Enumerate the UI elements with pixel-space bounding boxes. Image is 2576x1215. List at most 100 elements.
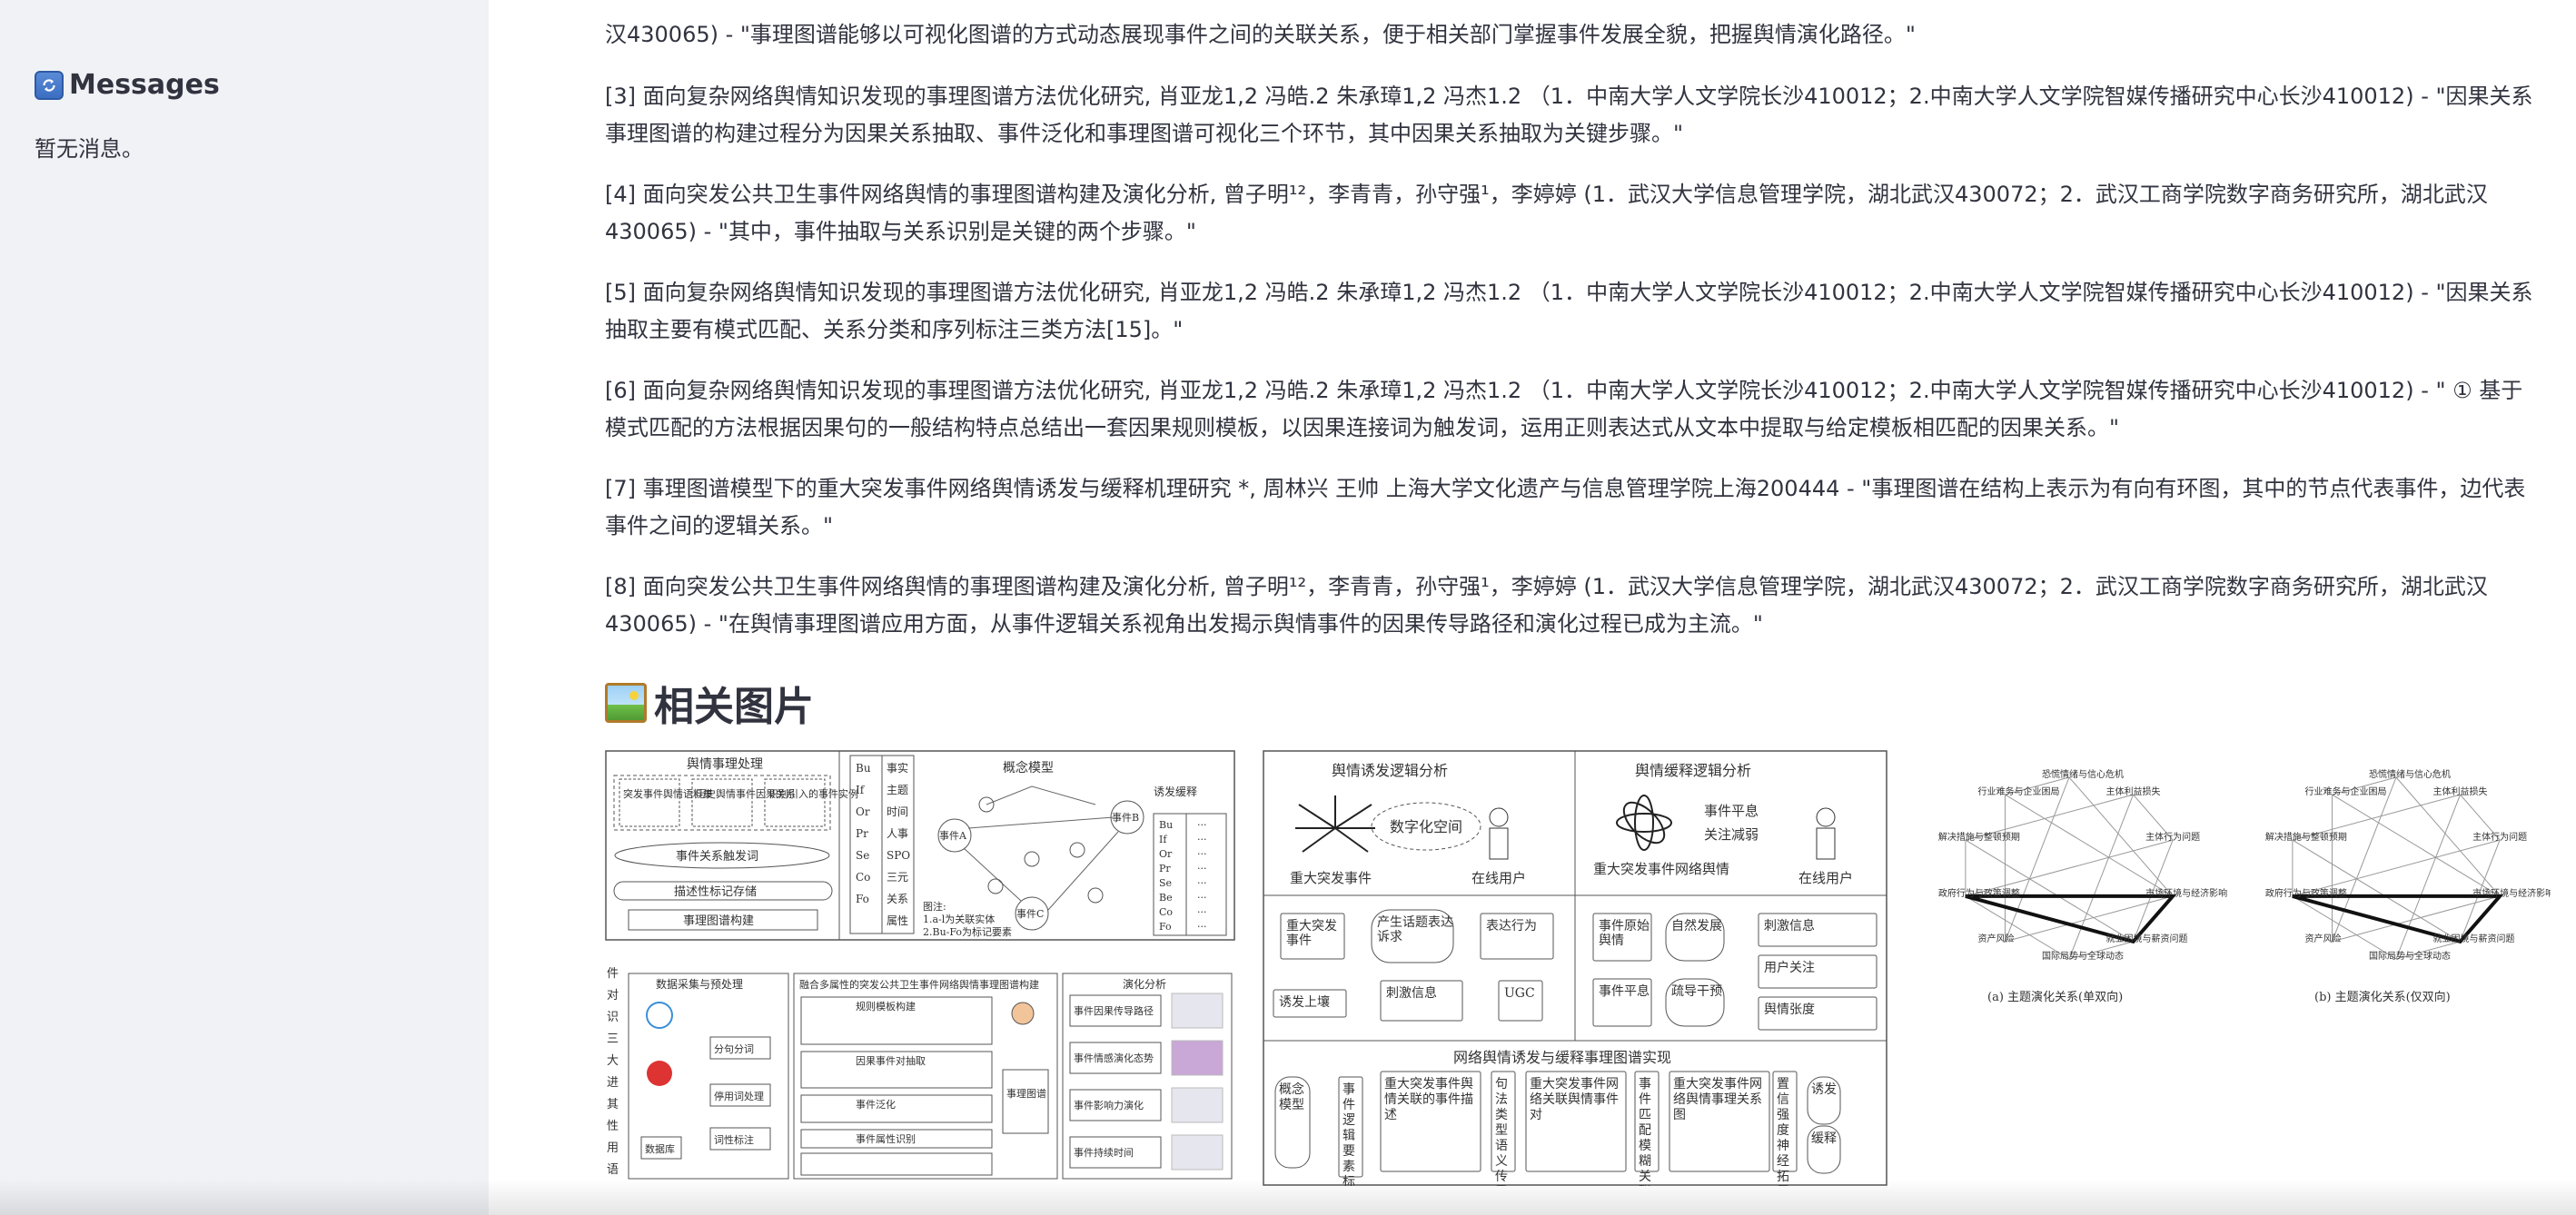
fig2-bottom-box [1274,1076,1311,1169]
fig4-box3 [1069,1089,1162,1121]
fig2-bottom-label: 情关联的事件描 [1384,1092,1473,1107]
fig2-event2: 重大突发事件网络舆情 [1593,861,1729,877]
fig2-bottom-box [1634,1071,1660,1172]
fig4-side-char: 语 [607,1163,619,1177]
fig2-bottom-label: 句 [1495,1077,1508,1092]
fig3-node-label: 市场环境与经济影响 [2145,887,2227,899]
fig3-strong-edge [1965,894,2177,944]
fig2-mid-label: 刺激信息 [1764,918,1815,933]
fig4-box2-label: 事件泛化 [856,1098,896,1111]
fig2-bottom-label: 对 [1530,1108,1542,1122]
fig4-box3 [1069,994,1162,1027]
fig3-edge [2331,776,2397,943]
fig1-tr-cell: 人事 [887,827,908,840]
fig1-tl-cell: Fo [856,893,869,905]
fig2-bottom-label: 事 [1342,1082,1355,1097]
fig4-side-char: 其 [607,1098,619,1111]
fig1-rt-cell: Or [1159,848,1173,860]
fig4-box2-label: 规则模板构建 [856,1000,916,1012]
fig3-edge [2005,776,2070,795]
fig1-rt-cell: Fo [1159,921,1172,933]
fig2-bottom-label: 逻 [1342,1113,1355,1128]
fig2-mid-label: 用户关注 [1764,960,1815,975]
bottom-shadow [0,1179,2576,1215]
fig4-box2 [800,1129,993,1149]
fig3-node-label: 资产风险 [1977,933,2014,944]
figure-inducement-relief[interactable]: 舆情诱发逻辑分析 舆情缓释逻辑分析 数字化空间 重大突发事件 在线用户 事件平息… [1263,750,1887,1186]
fig2-bottom-box [1669,1071,1770,1172]
fig2-bottom-label: 匹 [1639,1108,1651,1122]
fig2-mid-label: 表达行为 [1486,919,1537,933]
reference-8: [8] 面向突发公共卫生事件网络舆情的事理图谱构建及演化分析, 曾子明¹²，李青… [605,574,2488,637]
fig3-edge [2460,794,2501,841]
figure-event-graph-pipeline[interactable]: 舆情事理处理 突发事件舆情语料集 历史舆情事件因果关系 识别引入的事件实例 事件… [605,750,1235,941]
fig2-mid-label: 疏导干预 [1671,984,1722,999]
fig2-bottom-label: 度 [1777,1123,1789,1138]
fig4-box1 [640,1136,682,1160]
fig4-side-char: 件 [607,967,619,981]
fig3-edge [2460,839,2501,943]
fig4-thumb [1171,1087,1224,1123]
fig1-rt-cell: Be [1159,892,1173,904]
fig3-graph-a: 恐慌情绪与信心危机主体利益损失主体行为问题市场环境与经济影响就业困境与薪资问题国… [1938,768,2227,962]
fig3-edge [2068,776,2174,897]
figure-data-pipeline[interactable]: 件对识三大进其性用语 数据采集与预处理 数据库分句分词停用词处理词性标注 融合多… [605,964,1235,1186]
fig2-digital: 数字化空间 [1390,818,1462,835]
sidebar: Messages 暂无消息。 [0,0,489,1215]
fig4-side-char: 大 [607,1054,619,1068]
fig2-mid-box [1665,913,1725,962]
fig1-rt-dots: ··· [1197,877,1207,889]
fig1-rt-dots: ··· [1197,906,1207,918]
fig3-node-label: 市场环境与经济影响 [2472,887,2551,899]
fig2-bottom-label: 糊 [1639,1154,1651,1169]
fig2-mid-label: 舆情张度 [1764,1003,1815,1017]
fig3-edge [2133,794,2174,841]
fig2-mid-box [1380,980,1463,1022]
fig2-mid-box [1273,989,1347,1018]
fig1-left-title: 舆情事理处理 [687,757,763,772]
fig2-mid-box [1371,909,1454,963]
fig3-node-label: 主体利益损失 [2106,785,2161,797]
fig3-node-label: 就业困境与薪资问题 [2106,933,2188,944]
fig2-bottom-label: 经 [1777,1154,1789,1169]
fig2-bottom-label: 诱发 [1811,1082,1837,1097]
fig2-online: 在线用户 [1471,870,1526,886]
fig2-bottom-label: 导 [1495,1185,1508,1186]
fig2-bottom-label: 要 [1342,1144,1355,1159]
fig3-node-label: 政府行为与政策调整 [2265,887,2347,899]
fig3-caption-a: (a) 主题演化关系(单双向) [1987,990,2123,1004]
fig1-rt-dots: ··· [1197,848,1207,860]
reference-7: [7] 事理图谱模型下的重大突发事件网络舆情诱发与缓释机理研究 *, 周林兴 王… [605,476,2526,538]
framed-picture-icon [605,683,647,723]
fig3-edge [2292,839,2501,897]
fig1-tr-cell: SPO [887,849,910,862]
fig2-attention: 关注减弱 [1704,826,1759,843]
fig1-tr-cell: 关系 [887,893,908,905]
fig3-edge [2292,794,2461,841]
fig3-edge [2395,941,2461,960]
fig1-box3: 识别引入的事件实例 [768,787,858,800]
figure-topic-evolution[interactable]: 恐慌情绪与信心危机主体利益损失主体行为问题市场环境与经济影响就业困境与薪资问题国… [1915,750,2551,1013]
fig1-tl-cell: Or [856,805,870,818]
fig3-node-label: 解决措施与整顿预期 [2265,831,2347,843]
fig2-bottom-title: 网络舆情诱发与缓释事理图谱实现 [1453,1049,1671,1066]
fig2-bottom-box [1380,1071,1481,1172]
fig2-bottom-label: 拓 [1777,1170,1789,1184]
fig1-tl-cell: Pr [856,827,868,840]
fig2-bottom-label: 素 [1342,1160,1355,1174]
fig2-bottom-label: 语 [1495,1139,1508,1153]
fig1-table-right: Bu···If···Or···Pr···Se···Be···Co···Fo··· [1159,819,1207,933]
fig2-bottom-label: 重大突发事件网 [1530,1077,1619,1092]
fig1-rt-cell: Se [1159,877,1172,889]
fig2-mid-label: 诉求 [1377,930,1402,944]
fig3-edge [2068,794,2135,960]
fig4-box1-label: 分句分词 [714,1043,754,1055]
fig3-caption-b: (b) 主题演化关系(仅双向) [2314,990,2451,1004]
fig2-bottom-label: 神 [1777,1139,1789,1153]
fig2-online2: 在线用户 [1798,870,1853,886]
fig3-edge [2004,776,2070,943]
fig3-node-label: 资产风险 [2304,933,2341,944]
